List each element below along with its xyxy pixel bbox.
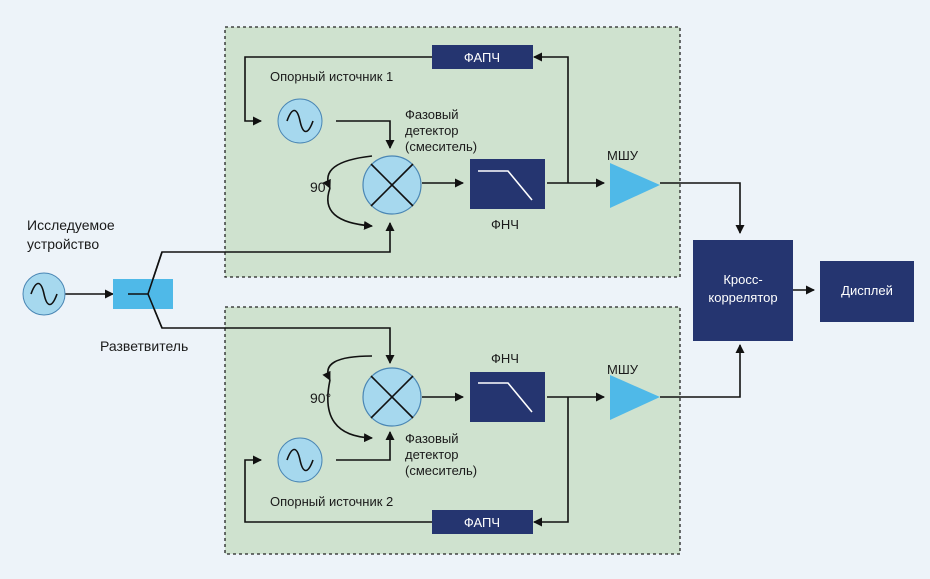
- arc-90-top-2: [327, 187, 373, 230]
- wire-pll-ref2-bot: [244, 455, 432, 523]
- arc-90-bot-2: [327, 379, 373, 443]
- deg-bot-label: 90°: [310, 390, 331, 406]
- ref1-oscillator-icon: [277, 98, 323, 144]
- wire-ref2-mixer: [336, 431, 395, 461]
- pll-top-block: [432, 45, 533, 69]
- cross-label-1: Кросс-: [723, 272, 762, 287]
- pll-bot-label: ФАПЧ: [464, 515, 500, 530]
- cross-label-2: коррелятор: [708, 290, 777, 305]
- lna-top-label: МШУ: [607, 148, 639, 163]
- splitter-label: Разветвитель: [100, 338, 188, 354]
- wire-pll-ref1-top: [244, 56, 432, 126]
- lna-bot-icon: [610, 375, 660, 420]
- display-block: [820, 261, 914, 322]
- ref1-label: Опорный источник 1: [270, 69, 393, 84]
- ref2-oscillator-icon: [277, 437, 323, 483]
- lna-bot-label: МШУ: [607, 362, 639, 377]
- pd-top-label-2: детектор: [405, 123, 459, 138]
- dut-label-2: устройство: [27, 236, 99, 252]
- arc-90-top-1: [322, 155, 373, 189]
- lpf-bot-label: ФНЧ: [491, 351, 519, 366]
- pd-bot-label-3: (смеситель): [405, 463, 477, 478]
- pll-top-label: ФАПЧ: [464, 50, 500, 65]
- pd-top-label-1: Фазовый: [405, 107, 459, 122]
- deg-top-label: 90°: [310, 179, 331, 195]
- wire-feedback-pll-bot: [533, 397, 569, 527]
- lna-top-icon: [610, 163, 660, 208]
- dut-label-1: Исследуемое: [27, 217, 115, 233]
- wire-feedback-pll-top: [533, 52, 569, 183]
- mixer-bot-icon: [362, 367, 422, 427]
- wire-lna-cross-bot: [660, 344, 745, 398]
- dut-oscillator-icon: [22, 272, 66, 316]
- display-label: Дисплей: [841, 283, 893, 298]
- wire-ref1-mixer: [336, 120, 395, 149]
- pd-top-label-3: (смеситель): [405, 139, 477, 154]
- mixer-top-icon: [362, 155, 422, 215]
- pd-bot-label-2: детектор: [405, 447, 459, 462]
- pd-bot-label-1: Фазовый: [405, 431, 459, 446]
- pll-bot-block: [432, 510, 533, 534]
- lpf-top-block: [470, 159, 545, 209]
- splitter-fork: [128, 251, 163, 329]
- ref2-label: Опорный источник 2: [270, 494, 393, 509]
- lpf-bot-block: [470, 372, 545, 422]
- wire-lna-cross-top: [660, 182, 745, 234]
- cross-correlator-block: [693, 240, 793, 341]
- lpf-top-label: ФНЧ: [491, 217, 519, 232]
- arc-90-bot-1: [322, 355, 373, 381]
